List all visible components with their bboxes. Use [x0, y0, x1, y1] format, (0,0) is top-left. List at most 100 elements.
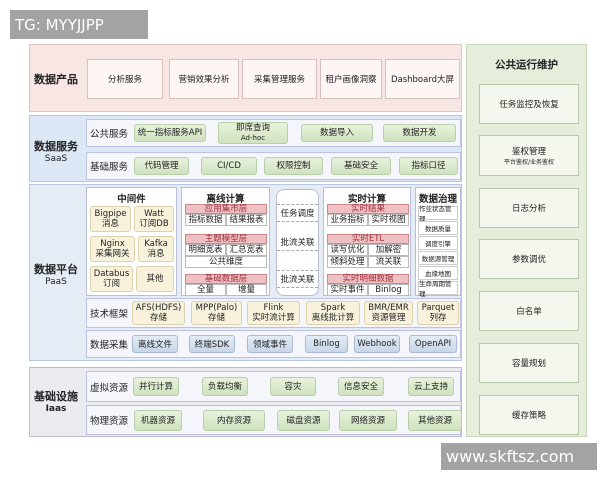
layer-subtitle: SaaS [44, 154, 68, 164]
data-governance-panel: 数据治理 作业状态管理 数据质量 调度引擎 数据源管理 血缘地图 生命周期管理 [415, 187, 461, 298]
item-subtitle: 消息 [147, 249, 165, 259]
row-label: 公共服务 [90, 129, 129, 140]
layer-title: 基础设施 [34, 390, 78, 403]
layer-subtitle: PaaS [45, 277, 67, 287]
resource-item: 容灾 [270, 377, 316, 396]
governance-item: 生命周期管理 [418, 280, 458, 298]
item-subtitle: 采集网关 [95, 249, 130, 259]
service-item: 数据开发 [383, 124, 456, 142]
item-title: Parquet [421, 303, 455, 313]
cell: 读写优化 [327, 244, 368, 256]
layer-header: 应用集市层 [185, 204, 267, 214]
panel-title: 离线计算 [206, 194, 245, 205]
ops-item: 鉴权管理平台鉴权/业务鉴权 [479, 135, 579, 176]
resource-item: 内存资源 [203, 410, 265, 431]
framework-item: AFS(HDFS)存储 [132, 301, 185, 325]
governance-item: 数据源管理 [418, 251, 458, 265]
layer-label: 数据产品 [34, 73, 78, 86]
resource-item: 网络资源 [339, 410, 397, 431]
cell: 业务指标 [327, 214, 368, 226]
basic-service-row: 基础服务 代码管理 CI/CD 权限控制 基础安全 指标口径 [86, 152, 461, 180]
item-title: 即席查询 [235, 123, 270, 133]
item-subtitle: 存储 [207, 313, 225, 323]
item-subtitle: 列存 [429, 313, 447, 323]
cell: 汇总宽表 [226, 244, 267, 256]
row-label: 技术框架 [90, 309, 129, 320]
item-title: AFS(HDFS) [135, 303, 182, 313]
governance-item: 调度引擎 [418, 236, 458, 250]
service-item: 基础安全 [331, 157, 391, 175]
cell: 指标数据 [185, 214, 226, 226]
offline-compute-panel: 离线计算 应用集市层 指标数据 结果报表 主题模型层 明细宽表 汇总宽表 公共维… [181, 187, 270, 296]
item-subtitle: 订阅 [102, 279, 120, 289]
schedule-item: 批流关联 [277, 234, 318, 251]
item-title: MPP(Palo) [195, 303, 238, 313]
row-label: 物理资源 [90, 416, 129, 427]
governance-item: 作业状态管理 [418, 205, 458, 223]
governance-item: 血缘地图 [418, 266, 458, 280]
product-item: 分析服务 [87, 59, 163, 99]
item-subtitle: 离线批计算 [311, 313, 355, 323]
layer-header: 实时明细数据 [327, 274, 409, 284]
ops-item: 容量规划 [479, 343, 579, 383]
product-item: 营销效果分析 [169, 59, 239, 99]
item-subtitle: 实时流计算 [252, 313, 295, 323]
resource-item: 云上支持 [408, 377, 454, 396]
item-title: Spark [320, 303, 346, 313]
item-title: Kafka [144, 239, 168, 249]
item-title: Bigpipe [94, 209, 127, 219]
item-title: Flink [263, 303, 284, 313]
data-product-layer: 数据产品 分析服务 营销效果分析 采集管理服务 租户画像洞察 Dashboard… [29, 44, 462, 112]
cell: 流关联 [368, 256, 409, 268]
row-label: 虚拟资源 [90, 382, 129, 394]
collection-item: Webhook [354, 335, 400, 353]
layer-header: 基础数据层 [185, 274, 267, 284]
resource-item: 信息安全 [338, 377, 384, 396]
cell: 倾斜处理 [327, 256, 368, 268]
panel-title: 数据治理 [418, 194, 457, 205]
resource-item: 磁盘资源 [277, 410, 330, 431]
product-item: 租户画像洞察 [320, 59, 382, 99]
product-item: Dashboard大屏 [385, 59, 460, 99]
layer-title: 数据平台 [34, 263, 78, 276]
resource-item: 负载均衡 [202, 377, 248, 396]
layer-subtitle: Iaas [45, 404, 67, 414]
cell: 加解密 [368, 244, 409, 256]
layer-header: 实时结果 [327, 204, 409, 214]
resource-item: 并行计算 [133, 377, 179, 396]
framework-item: MPP(Palo)存储 [191, 301, 242, 325]
item-title: BMR/EMR [368, 303, 409, 313]
watermark-bottom: www.skftsz.com [441, 443, 597, 470]
ops-item: 任务监控及恢复 [479, 84, 579, 124]
collection-item: OpenAPI [409, 335, 457, 353]
row-label: 数据采集 [90, 340, 129, 351]
ops-item: 缓存策略 [479, 395, 579, 435]
product-item: 采集管理服务 [242, 59, 317, 99]
item-title: 鉴权管理 [511, 147, 546, 157]
ops-item: 日志分析 [479, 188, 579, 228]
cell: 全量 [185, 284, 226, 296]
collection-item: Binlog [305, 335, 348, 353]
virtual-resource-row: 虚拟资源 并行计算 负载均衡 容灾 信息安全 云上支持 [86, 371, 461, 402]
item-subtitle: 平台鉴权/业务鉴权 [503, 159, 555, 166]
physical-resource-row: 物理资源 机器资源 内存资源 磁盘资源 网络资源 其他资源 [86, 405, 462, 435]
item-subtitle: Ad-hoc [240, 134, 266, 142]
schedule-item: 批流关联 [277, 270, 318, 288]
cell: 结果报表 [226, 214, 267, 226]
item-subtitle: 存储 [149, 313, 167, 323]
layer-header: 实时ETL [327, 234, 409, 244]
